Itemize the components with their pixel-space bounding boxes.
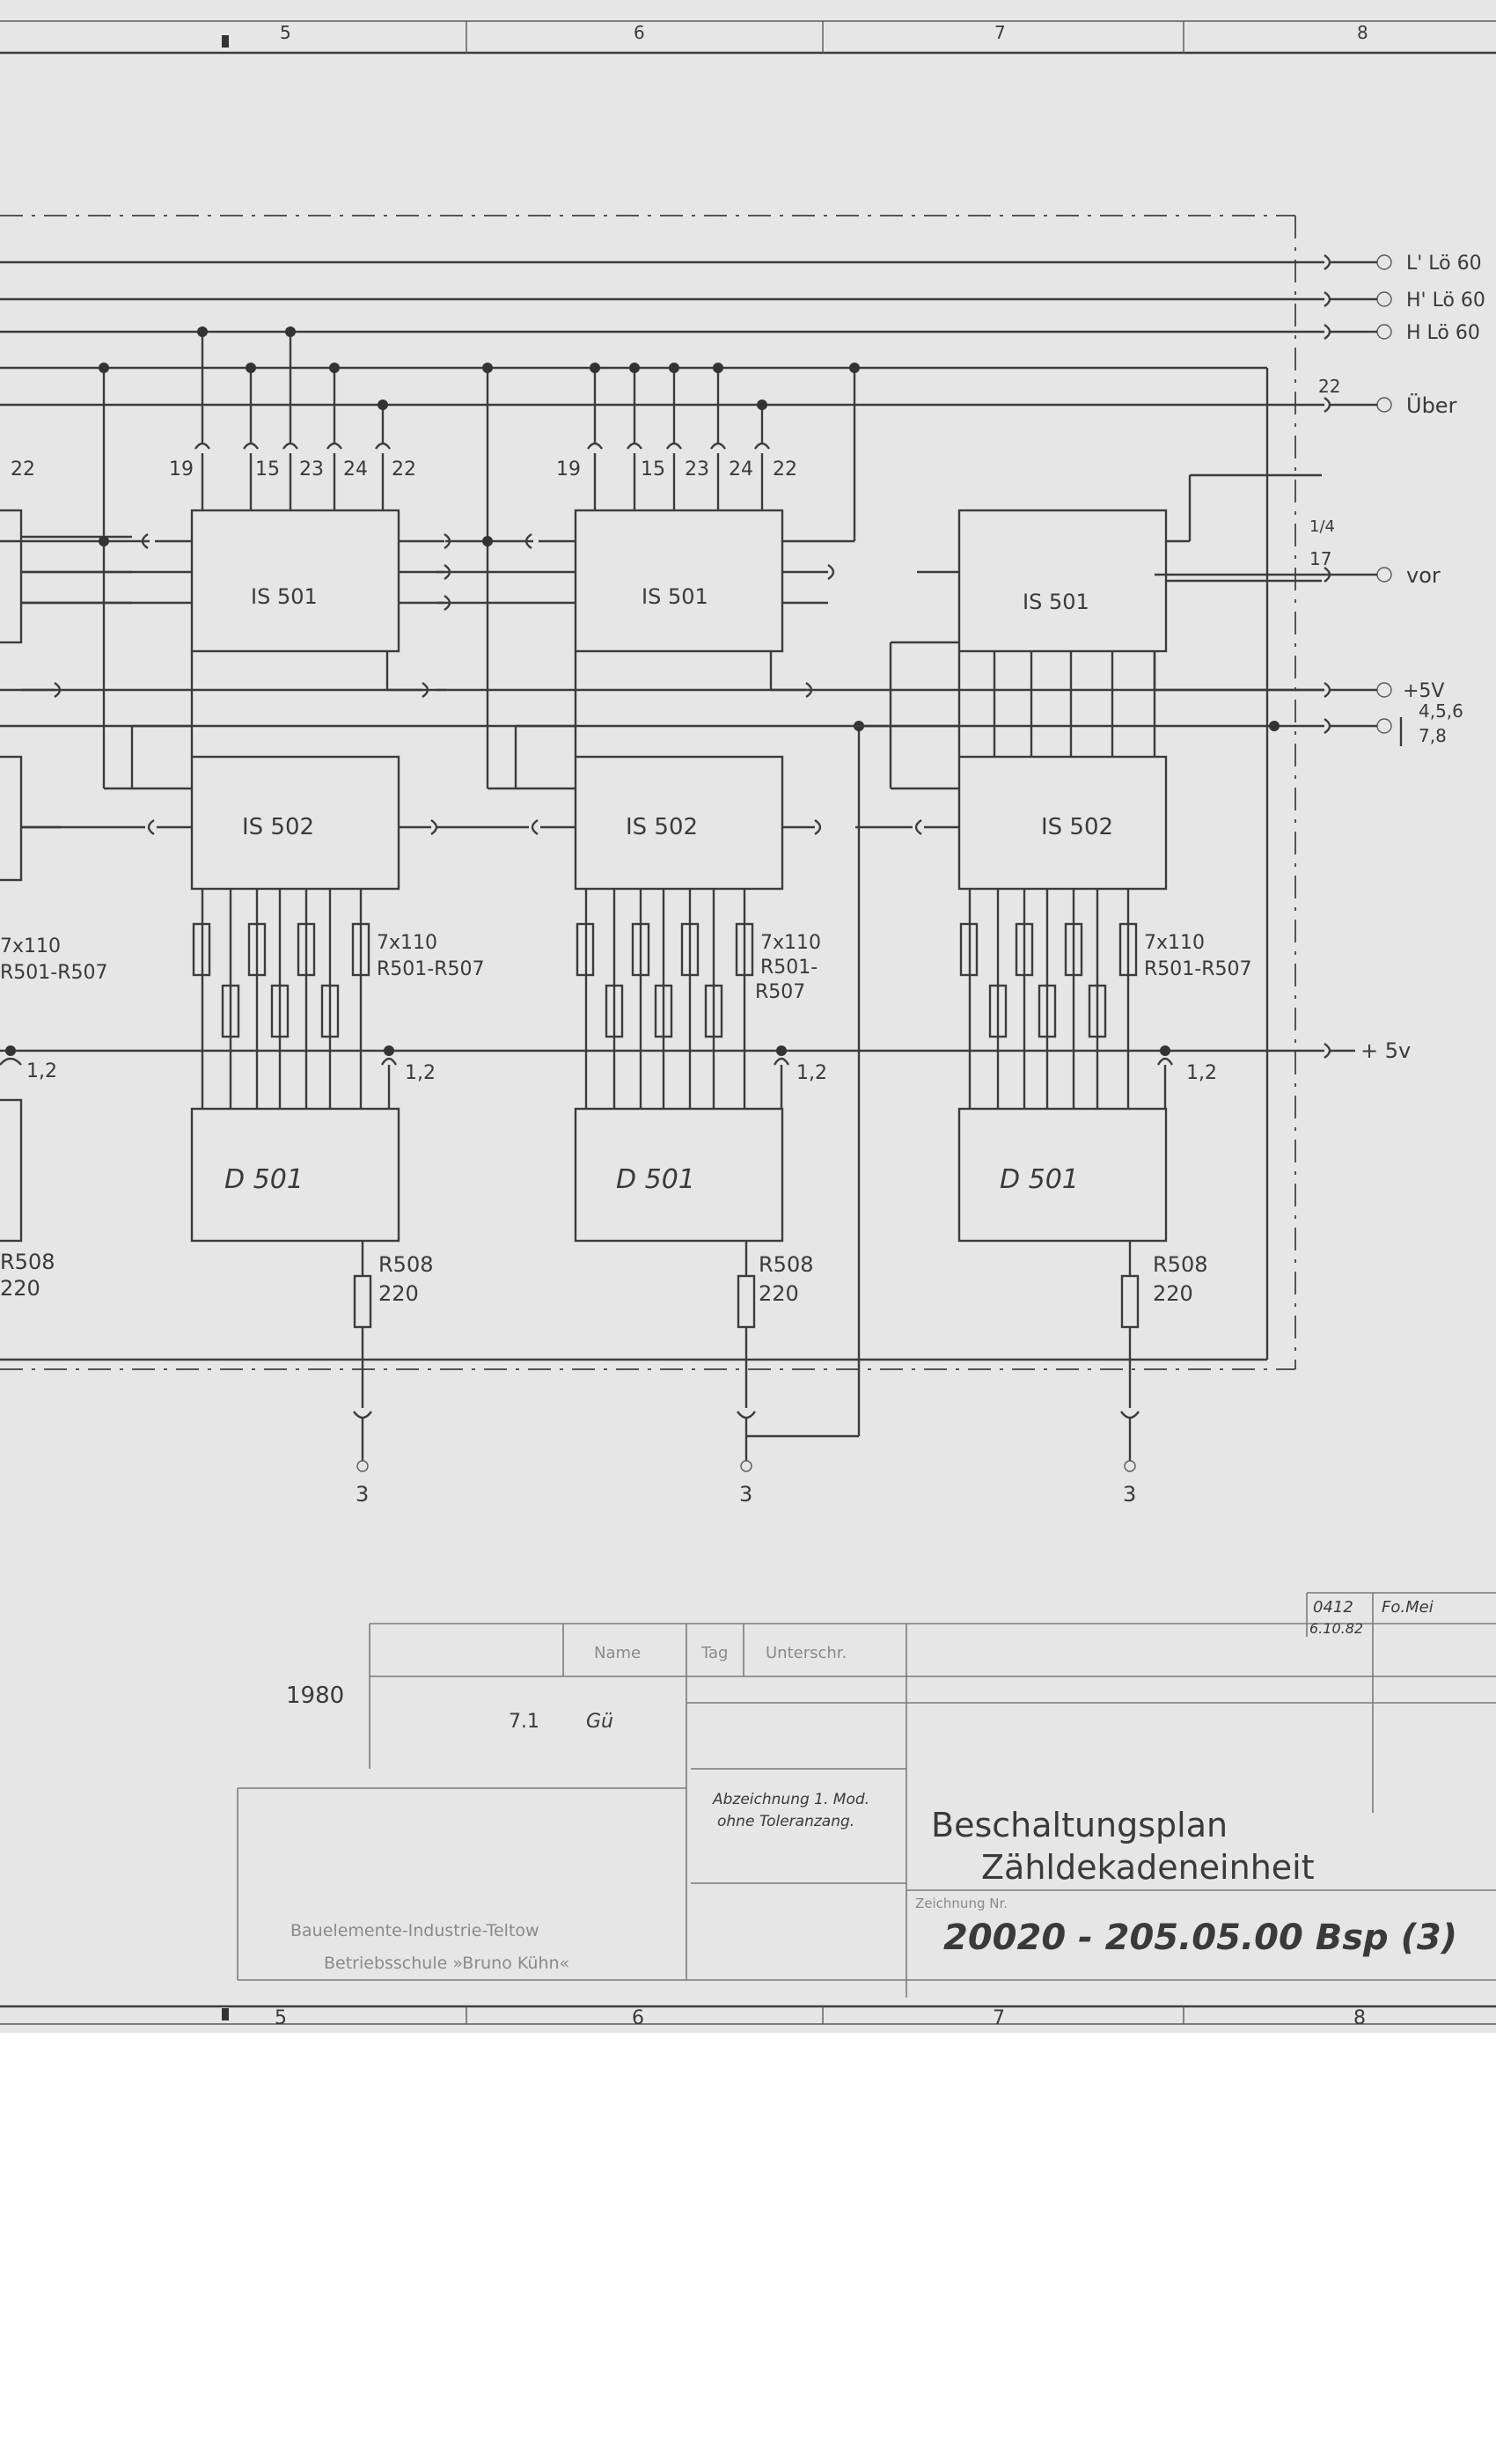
border-number-bottom-6: 6 xyxy=(632,2007,644,2029)
stage-3-dp-value: 220 xyxy=(1153,1281,1193,1306)
stage-1-ic-mid-label: IS 502 xyxy=(242,814,314,840)
right-connectors xyxy=(1155,254,1392,1059)
title-block-header-tag: Tag xyxy=(700,1644,728,1662)
company-line-1: Bauelemente-Industrie-Teltow xyxy=(290,1921,539,1940)
stage-1 xyxy=(0,326,451,1472)
stage-1-top-pin-19: 19 xyxy=(169,458,194,480)
left-partial-stage xyxy=(0,509,132,1243)
module-enclosure xyxy=(0,215,1296,1370)
title-block-check-date: 6.10.82 xyxy=(1309,1620,1363,1637)
stage-2-pin-tag: 1,2 xyxy=(796,1062,827,1084)
stage-2-resistor-range-2: R507 xyxy=(755,981,805,1003)
border-number-bottom-8: 8 xyxy=(1353,2007,1366,2029)
drawing-number-label: Zeichnung Nr. xyxy=(915,1896,1008,1911)
stage-1-resistor-array: 7x110 xyxy=(377,932,437,954)
stage-1-display-label: D 501 xyxy=(224,1164,304,1195)
connector-label-uber: Über xyxy=(1406,392,1457,418)
stage-3-ic-mid-label: IS 502 xyxy=(1041,814,1113,840)
left-resistor-range: R501-R507 xyxy=(0,962,108,984)
sheet-border xyxy=(0,20,1496,2025)
drawing-number: 20020 - 205.05.00 Bsp (3) xyxy=(943,1918,1457,1958)
stage-2-top-pin-22: 22 xyxy=(773,458,797,480)
connector-label-plus5v-supply: + 5v xyxy=(1360,1038,1411,1063)
company-line-2: Betriebsschule »Bruno Kühn« xyxy=(324,1954,569,1973)
stage-2-top-pin-15: 15 xyxy=(641,458,665,480)
connector-label-H-prime: H' Lö 60 xyxy=(1406,290,1485,312)
title-block-header-unterschrift: Unterschr. xyxy=(766,1644,847,1662)
title-block-rev-num: 7.1 xyxy=(509,1711,539,1733)
border-number-top-7: 7 xyxy=(994,22,1006,43)
connector-label-L-prime: L' Lö 60 xyxy=(1406,253,1482,275)
border-number-top-6: 6 xyxy=(634,22,645,43)
stage-2-dp-value: 220 xyxy=(759,1281,799,1306)
stage-1-dp-value: 220 xyxy=(378,1281,419,1306)
title-block-note-line-1: Abzeichnung 1. Mod. xyxy=(712,1791,869,1808)
stage-2-ic-top-label: IS 501 xyxy=(642,584,708,609)
stage-3-pin-tag: 1,2 xyxy=(1186,1062,1217,1084)
border-number-top-8: 8 xyxy=(1357,22,1368,43)
stage-3 xyxy=(855,473,1324,1472)
left-dp-resistor: R508 xyxy=(0,1250,55,1274)
stage-2-ic-mid-label: IS 502 xyxy=(626,814,698,840)
title-block-check-sign: Fo.Mei xyxy=(1382,1598,1434,1617)
stage-3-ic-top-label: IS 501 xyxy=(1023,590,1089,614)
title-block-note-line-2: ohne Toleranzang. xyxy=(717,1813,854,1830)
stage-1-top-pin-15: 15 xyxy=(255,458,280,480)
stage-1-dp-resistor: R508 xyxy=(378,1252,433,1277)
stage-1-top-pin-23: 23 xyxy=(299,458,324,480)
stage-2-resistor-range: R501- xyxy=(760,957,818,979)
title-block-signature: Gü xyxy=(586,1711,613,1733)
title-block-year: 1980 xyxy=(286,1683,344,1709)
bus-lines xyxy=(0,260,1324,1361)
title-block-frame xyxy=(237,1592,1496,1998)
left-pin-22: 22 xyxy=(11,458,35,480)
title-block-check-code: 0412 xyxy=(1313,1598,1353,1617)
stage-1-ic-top-label: IS 501 xyxy=(251,584,318,609)
stage-3-display-label: D 501 xyxy=(1000,1164,1079,1195)
border-number-bottom-5: 5 xyxy=(275,2007,287,2029)
stage-3-resistor-array: 7x110 xyxy=(1144,932,1205,954)
left-resistor-array: 7x110 xyxy=(0,935,61,957)
border-number-top-5: 5 xyxy=(280,22,291,43)
stage-1-bottom-pin: 3 xyxy=(356,1482,369,1507)
border-number-bottom-7: 7 xyxy=(993,2007,1005,2029)
stage-3-bottom-pin: 3 xyxy=(1123,1482,1136,1507)
left-pin-tag: 1,2 xyxy=(26,1060,57,1082)
vor-pin-number-a: 1/4 xyxy=(1309,517,1335,536)
stage-1-top-pin-22: 22 xyxy=(392,458,416,480)
schematic-diagram: 5 6 7 8 5 6 7 8 L' Lö 60 H' Lö 60 H Lö 6… xyxy=(0,20,1496,2029)
drawing-title-line-2: Zähldekadeneinheit xyxy=(981,1848,1315,1887)
uber-pin-number: 22 xyxy=(1318,376,1340,397)
stage-2-top-pin-23: 23 xyxy=(685,458,709,480)
stage-2-top-pin-19: 19 xyxy=(556,458,581,480)
connector-label-H: H Lö 60 xyxy=(1406,322,1480,344)
drawing-title-line-1: Beschaltungsplan xyxy=(931,1806,1228,1844)
stage-2 xyxy=(436,363,864,1472)
stage-3-resistor-range: R501-R507 xyxy=(1144,958,1252,980)
vor-pin-number-b: 17 xyxy=(1309,548,1331,569)
stage-1-pin-tag: 1,2 xyxy=(405,1062,436,1084)
connector-label-plus5v: +5V xyxy=(1403,680,1444,702)
drawing-sheet: 5 6 7 8 5 6 7 8 L' Lö 60 H' Lö 60 H Lö 6… xyxy=(0,0,1496,2033)
stage-1-top-pin-24: 24 xyxy=(343,458,368,480)
title-block-header-name: Name xyxy=(594,1644,641,1662)
connector-label-gnd-b: 7,8 xyxy=(1419,725,1447,746)
stage-3-dp-resistor: R508 xyxy=(1153,1252,1207,1277)
connector-label-vor: vor xyxy=(1406,563,1441,588)
stage-2-resistor-array: 7x110 xyxy=(760,932,821,954)
stage-2-bottom-pin: 3 xyxy=(739,1482,752,1507)
stage-1-resistor-range: R501-R507 xyxy=(377,958,485,980)
stage-2-top-pin-24: 24 xyxy=(729,458,753,480)
connector-label-gnd-a: 4,5,6 xyxy=(1419,700,1463,722)
stage-2-dp-resistor: R508 xyxy=(759,1252,813,1277)
left-dp-value: 220 xyxy=(0,1276,40,1301)
stage-2-display-label: D 501 xyxy=(616,1164,695,1195)
